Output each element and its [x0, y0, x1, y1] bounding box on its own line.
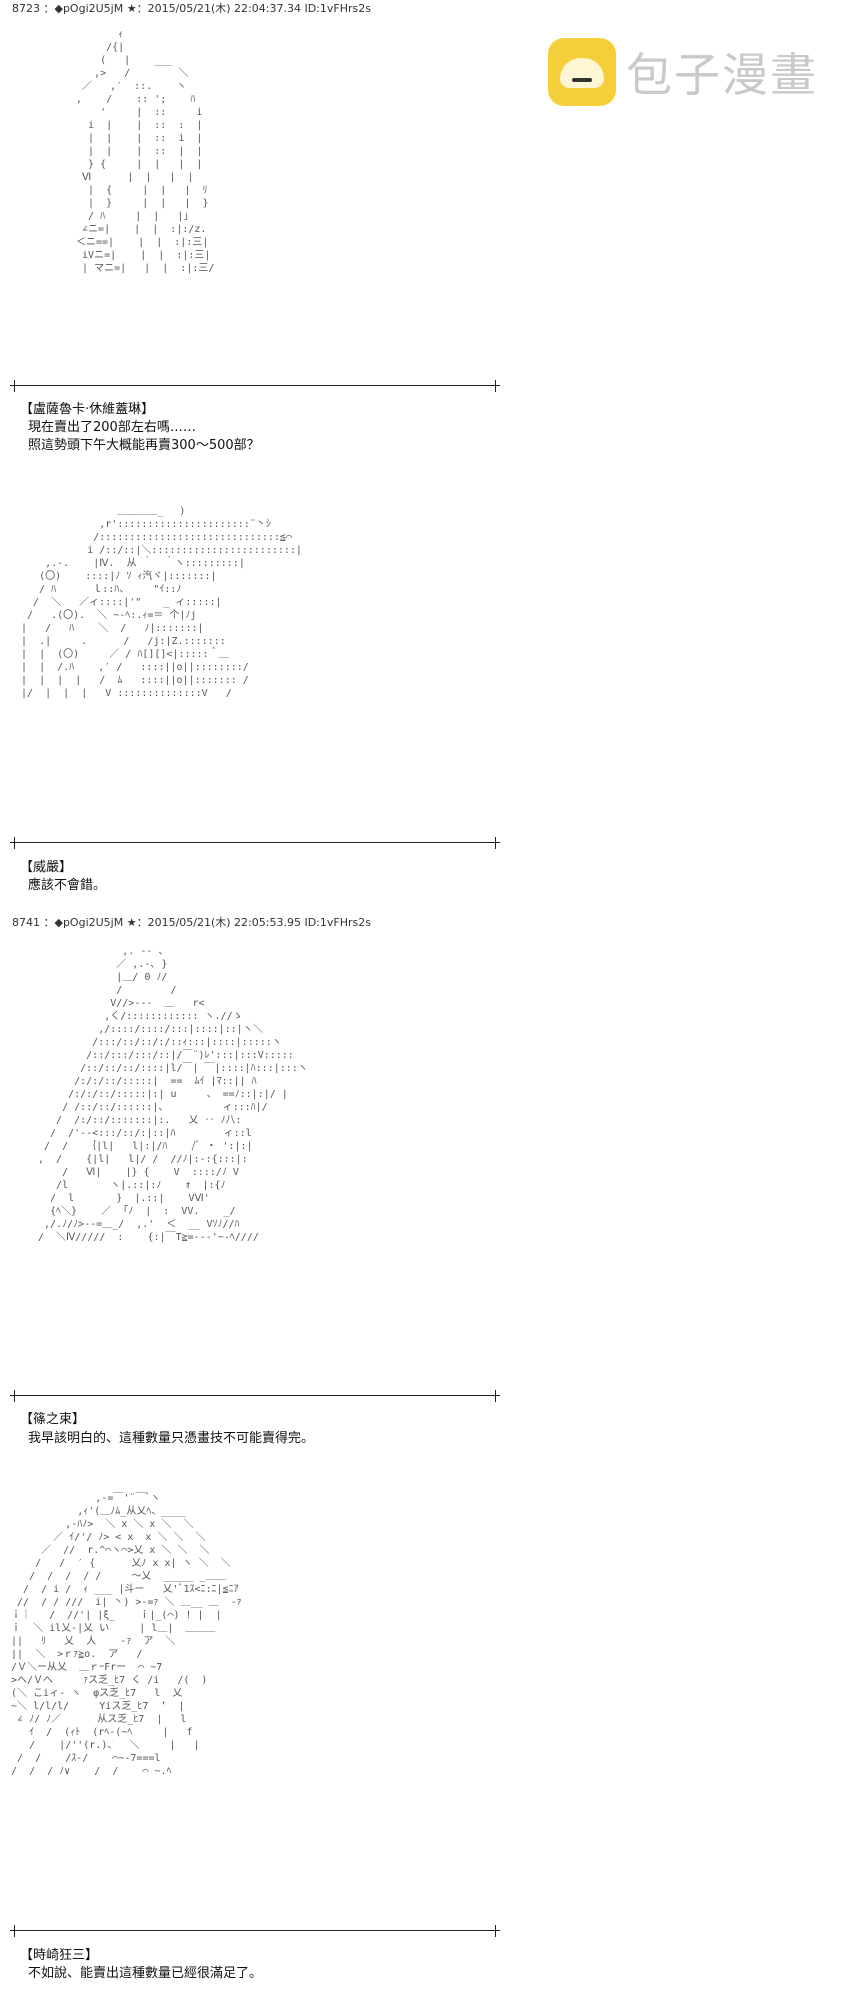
divider	[10, 380, 500, 392]
speaker-name: 【盧薩魯卡·休維蓋琳】	[20, 402, 155, 417]
bun-logo-icon	[548, 38, 616, 106]
watermark-text: 包子漫畫	[626, 48, 818, 102]
post-header: 8741 ：◆pOgi2U5jM ★：2015/05/21(木) 22:05:5…	[12, 916, 371, 929]
speaker-name: 【威嚴】	[20, 860, 73, 875]
speaker-name: 【時崎狂三】	[20, 1948, 99, 1963]
dialogue-line: 不如說、能賣出這種數量已經很滿足了。	[28, 1966, 263, 1981]
ascii-art-figure: ＿＿＿＿_ ) ,r'::::::::::::::::::::::¨丶ｼ /::…	[21, 506, 302, 699]
watermark: 包子漫畫	[548, 38, 818, 106]
ascii-art-figure: ,-=￣'¨￣ﾞヽ ,ｨ'(＿ﾉﾑ_从乂ﾍ、____ ,-ﾊﾉ> ＼ x ＼ x…	[11, 1493, 242, 1777]
ascii-art-figure: ｨ /{| ( | ___ ,> / ＼ ／ ,′ ::. ヽ , / :: '…	[76, 29, 215, 274]
post-header: 8723 ：◆pOgi2U5jM ★：2015/05/21(木) 22:04:3…	[12, 2, 371, 15]
divider	[10, 837, 500, 849]
ascii-art-figure: ,. -- 、 ／ ,.-､ } |＿/ 0 ﾉ/ / / V//>--- ＿ …	[38, 946, 308, 1243]
divider	[10, 1925, 500, 1937]
dialogue-line: 應該不會錯。	[28, 878, 107, 893]
dialogue-line: 現在賣出了200部左右嗎……	[28, 420, 196, 435]
dialogue-line: 照這勢頭下午大概能再賣300～500部？	[28, 438, 260, 453]
dialogue-line: 我早該明白的、這種數量只憑畫技不可能賣得完。	[28, 1431, 315, 1446]
speaker-name: 【篠之束】	[20, 1412, 86, 1427]
divider	[10, 1390, 500, 1402]
